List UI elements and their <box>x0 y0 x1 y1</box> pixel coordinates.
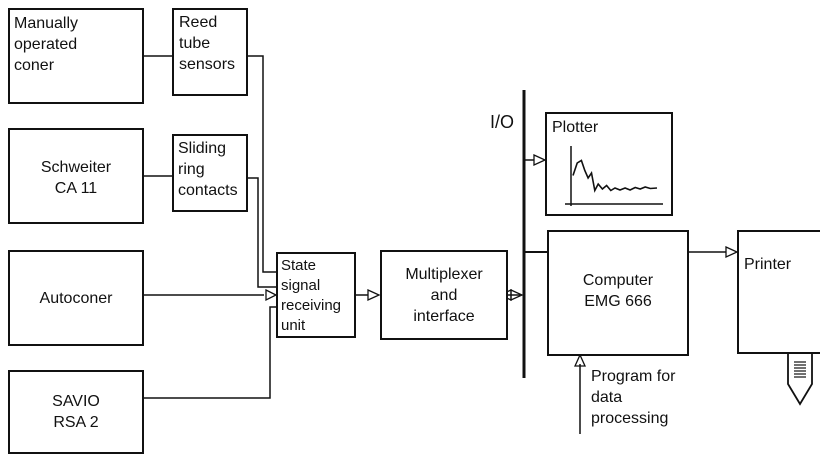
io-label: I/O <box>490 112 514 133</box>
plotter-graph-icon <box>557 142 667 212</box>
manual-coner-box: Manually operated coner <box>8 8 144 104</box>
manual-coner-label: Manually operated coner <box>14 13 78 76</box>
receiving-unit-label: State signal receiving unit <box>281 256 341 336</box>
program-label: Program for data processing <box>591 366 675 429</box>
arrow-receiver-mux <box>368 290 379 300</box>
line-sliding-receiver <box>247 178 276 287</box>
receiving-unit-box: State signal receiving unit <box>276 252 356 338</box>
schweiter-box: Schweiter CA 11 <box>8 128 144 224</box>
line-savio-receiver <box>143 307 276 398</box>
line-reed-receiver <box>247 56 276 272</box>
autoconer-box: Autoconer <box>8 250 144 346</box>
printer-box: Printer <box>737 230 820 354</box>
plotter-box: Plotter <box>545 112 673 216</box>
arrow-bus-plotter <box>534 155 545 165</box>
schweiter-label: Schweiter CA 11 <box>10 157 142 199</box>
multiplexer-label: Multiplexer and interface <box>382 264 506 327</box>
paper-text-icon <box>794 362 806 377</box>
multiplexer-box: Multiplexer and interface <box>380 250 508 340</box>
printer-label: Printer <box>744 254 791 275</box>
sliding-contacts-box: Sliding ring contacts <box>172 134 248 212</box>
savio-box: SAVIO RSA 2 <box>8 370 144 454</box>
plotter-label: Plotter <box>552 117 598 138</box>
autoconer-label: Autoconer <box>10 288 142 309</box>
arrow-autoconer <box>266 290 276 300</box>
computer-box: Computer EMG 666 <box>547 230 689 356</box>
reed-sensors-box: Reed tube sensors <box>172 8 248 96</box>
reed-sensors-label: Reed tube sensors <box>179 12 235 75</box>
plotter-trace <box>573 161 657 191</box>
arrow-computer-printer <box>726 247 737 257</box>
savio-label: SAVIO RSA 2 <box>10 391 142 433</box>
sliding-contacts-label: Sliding ring contacts <box>178 138 238 201</box>
computer-label: Computer EMG 666 <box>549 270 687 312</box>
